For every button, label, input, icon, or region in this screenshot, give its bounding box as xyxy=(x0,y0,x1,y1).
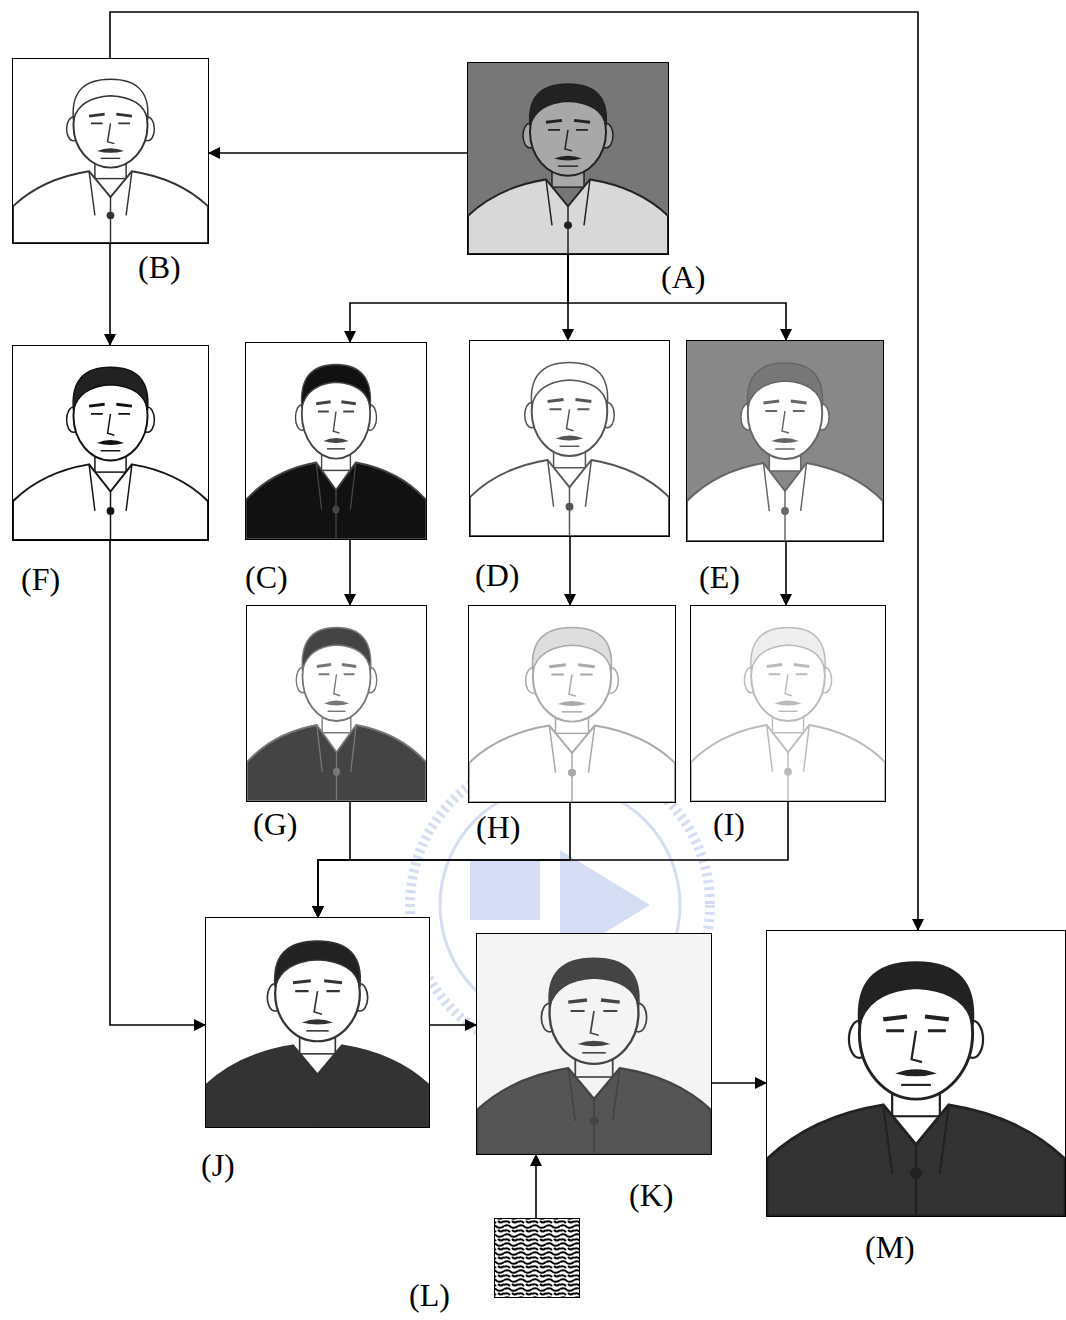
image-panel: (F) xyxy=(12,345,209,541)
flow-arrow xyxy=(569,537,571,605)
image-panel: (B) xyxy=(12,58,209,244)
image-panel: (E) xyxy=(686,340,884,542)
flow-arrow xyxy=(349,540,351,605)
panel-label: (K) xyxy=(617,1177,685,1213)
portrait-light-stroke xyxy=(691,606,885,801)
flow-arrow xyxy=(712,1082,766,1084)
portrait-photo xyxy=(468,63,668,254)
paper-texture xyxy=(495,1219,579,1297)
panel-label: (G) xyxy=(241,806,309,842)
portrait-mid-layer xyxy=(687,341,883,541)
image-panel: (M) xyxy=(766,930,1066,1217)
image-panel: (G) xyxy=(246,605,427,802)
flow-arrow xyxy=(209,152,467,154)
panel-label: (C) xyxy=(233,559,300,595)
image-panel: (H) xyxy=(468,605,676,803)
flow-arrow xyxy=(535,1155,537,1218)
image-panel: (D) xyxy=(469,340,670,537)
image-panel: (J) xyxy=(205,917,430,1128)
panel-label: (J) xyxy=(189,1147,247,1183)
image-panel: (A) xyxy=(467,62,669,255)
flow-arrow xyxy=(110,12,918,930)
image-panel: (C) xyxy=(245,342,427,540)
image-panel: (K) xyxy=(476,933,712,1155)
portrait-combined xyxy=(206,918,429,1127)
panel-label: (I) xyxy=(701,806,757,842)
portrait-mid-stroke xyxy=(469,606,675,802)
portrait-outline-layer xyxy=(470,341,669,536)
portrait-dark-stroke xyxy=(247,606,426,801)
image-panel: (L) xyxy=(494,1218,580,1298)
flow-arrow xyxy=(568,255,786,340)
flow-arrow xyxy=(110,541,205,1025)
portrait-textured xyxy=(477,934,711,1154)
portrait-sketch xyxy=(13,59,208,243)
image-panel: (I) xyxy=(690,605,886,802)
portrait-dark-layer xyxy=(246,343,426,539)
portrait-sketch xyxy=(13,346,208,540)
portrait-final xyxy=(767,931,1065,1216)
panel-label: (A) xyxy=(649,259,717,295)
flow-arrow xyxy=(109,244,111,345)
flow-arrow xyxy=(785,542,787,605)
panel-label: (F) xyxy=(9,561,72,597)
flow-arrow xyxy=(318,802,788,917)
panel-label: (E) xyxy=(687,559,752,595)
flow-arrow xyxy=(350,255,568,342)
panel-label: (L) xyxy=(397,1277,462,1313)
panel-label: (M) xyxy=(853,1229,927,1265)
panel-label: (D) xyxy=(463,557,531,593)
panel-label: (B) xyxy=(126,249,193,285)
panel-label: (H) xyxy=(464,809,532,845)
flow-arrow xyxy=(430,1024,476,1026)
